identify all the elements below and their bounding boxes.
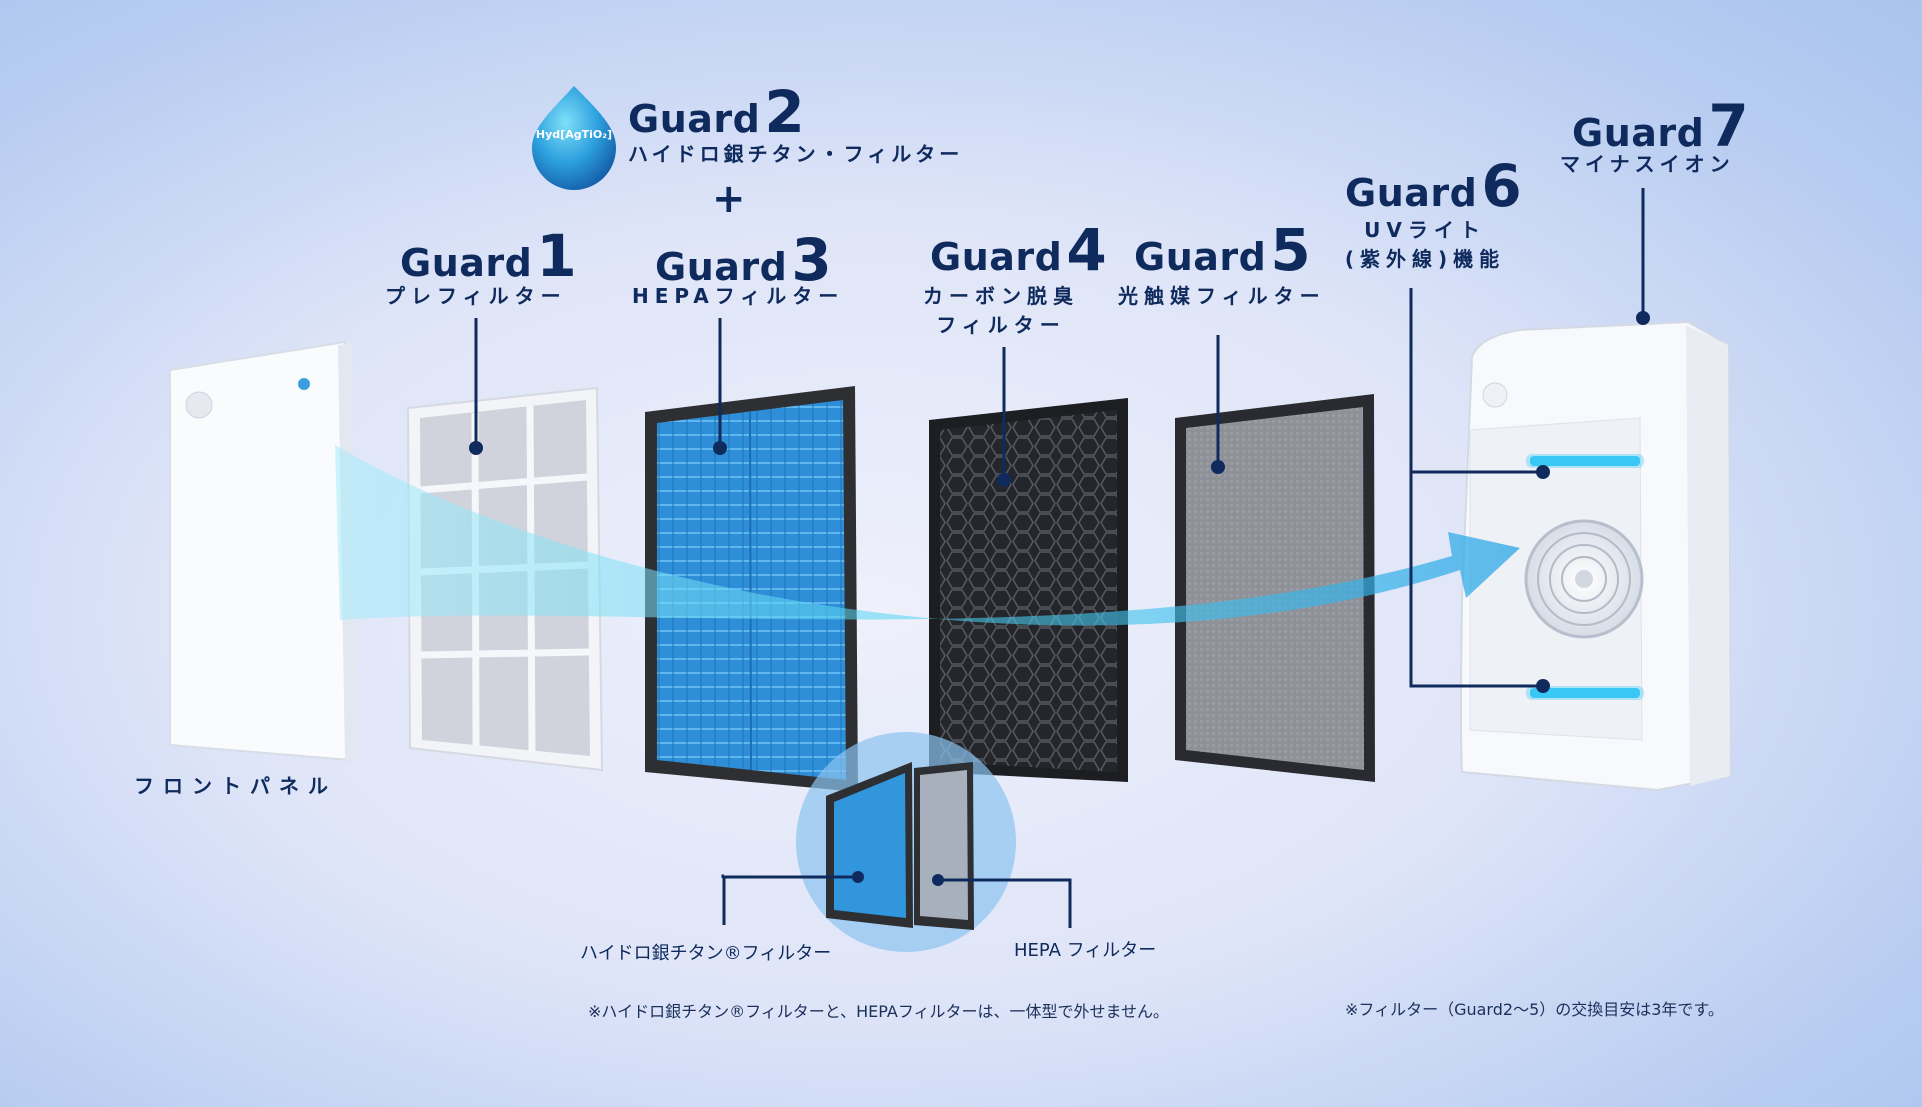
guard-3-subtitle: HEPAフィルター xyxy=(632,284,845,308)
guard-1-title: Guard1 xyxy=(400,222,577,290)
guard-2-title: Guard2 xyxy=(628,78,805,146)
guard-6-title: Guard6 xyxy=(1345,152,1522,220)
photocatalyst-filter xyxy=(1175,394,1375,782)
hydro-badge-text: Hyd[AgTiO₂] xyxy=(535,128,613,141)
front-panel-label: フロントパネル xyxy=(134,774,337,798)
guard-4-title: Guard4 xyxy=(930,216,1107,284)
plus-sign: + xyxy=(712,176,746,222)
carbon-filter xyxy=(929,398,1128,782)
hydro-drop-icon xyxy=(532,86,616,190)
inset-hepa-label: HEPA フィルター xyxy=(1014,940,1157,961)
inset-hydro-label: ハイドロ銀チタン®フィルター xyxy=(580,943,832,964)
guard-4-subtitle: カーボン脱臭 フィルター xyxy=(912,282,1090,340)
guard-2-subtitle: ハイドロ銀チタン・フィルター xyxy=(628,142,964,166)
guard-6-subtitle-line2: (紫外線)機能 xyxy=(1344,247,1506,271)
guard-6-subtitle: UVライト (紫外線)機能 xyxy=(1340,216,1510,274)
guard-3-title: Guard3 xyxy=(655,226,832,294)
guard-5-subtitle: 光触媒フィルター xyxy=(1118,284,1326,308)
guard-7-title: Guard7 xyxy=(1572,92,1749,160)
note-left: ※ハイドロ銀チタン®フィルターと、HEPAフィルターは、一体型で外せません。 xyxy=(588,1002,1170,1021)
guard-4-subtitle-line2: フィルター xyxy=(936,313,1066,337)
guard-5-title: Guard5 xyxy=(1134,216,1311,284)
hepa-filter xyxy=(645,386,858,792)
leader-lines xyxy=(474,188,1645,928)
guard-6-subtitle-line1: UVライト xyxy=(1364,218,1486,242)
guard-1-subtitle: プレフィルター xyxy=(385,284,567,308)
front-panel xyxy=(169,340,357,762)
airflow-arrow xyxy=(335,445,1520,626)
guard-4-subtitle-line1: カーボン脱臭 xyxy=(923,284,1079,308)
inset-circle xyxy=(796,732,1016,952)
note-right: ※フィルター（Guard2～5）の交換目安は3年です。 xyxy=(1345,1000,1724,1019)
leader-dots xyxy=(469,311,1650,886)
air-purifier-unit xyxy=(1460,320,1732,792)
guard-7-subtitle: マイナスイオン xyxy=(1560,152,1735,176)
